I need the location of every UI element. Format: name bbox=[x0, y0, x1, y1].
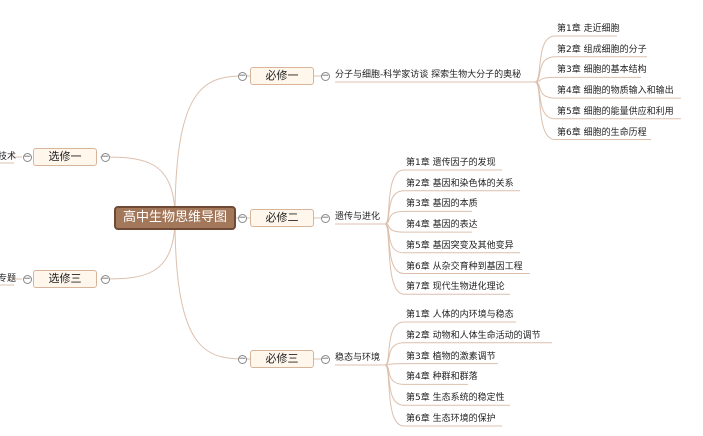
collapse-toggle[interactable]: − bbox=[237, 353, 247, 364]
chapter-item[interactable]: 第1章 遗传因子的发现 bbox=[406, 158, 496, 168]
chapter-link bbox=[534, 35, 556, 83]
chapter-link bbox=[384, 210, 405, 225]
chapter-item[interactable]: 第6章 细胞的生命历程 bbox=[557, 127, 647, 138]
collapse-toggle[interactable]: − bbox=[22, 151, 32, 162]
left-branch-node[interactable]: 选修一 bbox=[33, 148, 97, 166]
branch-link bbox=[174, 217, 251, 360]
chapter-item[interactable]: 第1章 走近细胞 bbox=[557, 24, 620, 34]
collapse-toggle[interactable]: − bbox=[237, 212, 247, 223]
branch-node-3[interactable]: 必修三 bbox=[250, 350, 314, 368]
chapter-item[interactable]: 第5章 基因突变及其他变异 bbox=[406, 240, 514, 251]
collapse-toggle[interactable]: − bbox=[22, 273, 32, 284]
chapter-link bbox=[384, 364, 405, 427]
chapter-item[interactable]: 第7章 现代生物进化理论 bbox=[406, 282, 505, 293]
topic-node[interactable]: 稳态与环境 bbox=[335, 353, 381, 363]
chapter-item[interactable]: 第2章 动物和人体生命活动的调节 bbox=[406, 330, 541, 341]
collapse-toggle[interactable]: − bbox=[320, 353, 330, 364]
chapter-item[interactable]: 第1章 人体的内环境与稳态 bbox=[406, 310, 514, 320]
chapter-item[interactable]: 第3章 细胞的基本结构 bbox=[557, 65, 647, 76]
chapter-item[interactable]: 第6章 从杂交育种到基因工程 bbox=[406, 261, 523, 272]
branch-link bbox=[99, 217, 176, 280]
branch-link bbox=[174, 75, 251, 219]
chapter-item[interactable]: 第4章 种群和群落 bbox=[406, 372, 478, 383]
chapter-item[interactable]: 第3章 植物的激素调节 bbox=[406, 351, 496, 362]
chapter-item[interactable]: 第2章 基因和染色体的关系 bbox=[406, 178, 514, 189]
chapter-item[interactable]: 第5章 细胞的能量供应和利用 bbox=[557, 106, 674, 117]
topic-node[interactable]: 遗传与进化 bbox=[335, 212, 381, 222]
cut-off-label[interactable]: 技术 bbox=[0, 152, 17, 162]
chapter-link bbox=[534, 56, 556, 83]
left-branch-node[interactable]: 选修三 bbox=[33, 270, 97, 288]
chapter-link bbox=[384, 223, 405, 295]
chapter-item[interactable]: 第3章 基因的本质 bbox=[406, 199, 478, 210]
root-node[interactable]: 高中生物思维导图 bbox=[114, 206, 236, 230]
chapter-item[interactable]: 第4章 细胞的物质输入和输出 bbox=[557, 86, 674, 97]
chapter-item[interactable]: 第5章 生态系统的稳定性 bbox=[406, 393, 505, 404]
topic-node[interactable]: 分子与细胞-科学家访谈 探索生物大分子的奥秘 bbox=[335, 70, 522, 80]
chapter-item[interactable]: 第4章 基因的表达 bbox=[406, 220, 478, 231]
chapter-link bbox=[384, 321, 405, 366]
collapse-toggle[interactable]: − bbox=[237, 70, 247, 81]
chapter-item[interactable]: 第6章 生态环境的保护 bbox=[406, 414, 496, 424]
collapse-toggle[interactable]: − bbox=[320, 212, 330, 223]
chapter-link bbox=[384, 190, 405, 225]
collapse-toggle[interactable]: − bbox=[100, 273, 110, 284]
cut-off-label[interactable]: 专题 bbox=[0, 274, 17, 284]
chapter-item[interactable]: 第2章 组成细胞的分子 bbox=[557, 44, 647, 55]
collapse-toggle[interactable]: − bbox=[320, 70, 330, 81]
branch-link bbox=[99, 156, 176, 219]
collapse-toggle[interactable]: − bbox=[100, 151, 110, 162]
branch-node-2[interactable]: 必修二 bbox=[250, 209, 314, 227]
chapter-link bbox=[384, 363, 405, 366]
chapter-link bbox=[384, 169, 405, 225]
chapter-link bbox=[384, 342, 405, 366]
branch-node-1[interactable]: 必修一 bbox=[250, 67, 314, 85]
chapter-link bbox=[534, 81, 556, 140]
